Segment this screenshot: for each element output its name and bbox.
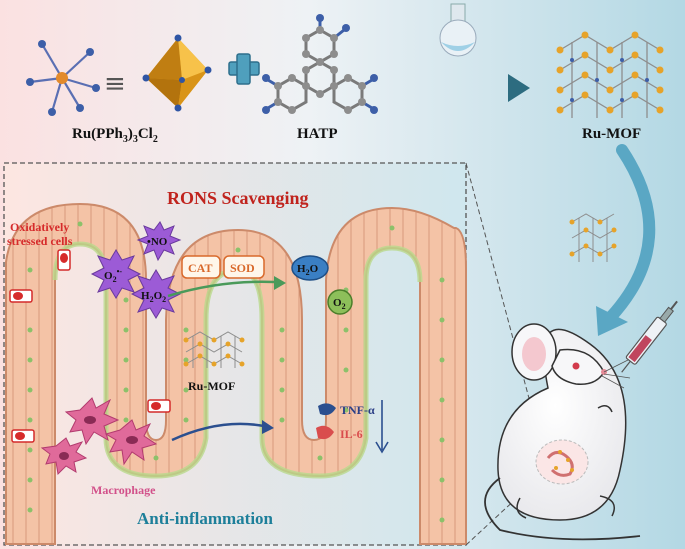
macrophage-cluster [40, 397, 158, 476]
panel-ru-mof-label: Ru-MOF [188, 379, 235, 393]
il6-icon [316, 425, 334, 440]
peroxide-label: H2O2 [141, 290, 166, 304]
svg-text:O2: O2 [333, 297, 346, 311]
no-radical-label: •NO [147, 236, 168, 248]
administration-arrow [596, 144, 656, 336]
superoxide-star: O2•- [90, 249, 142, 299]
tnf-alpha-label: TNF-α [340, 403, 375, 417]
svg-text:CAT: CAT [188, 261, 212, 275]
il6-label: IL-6 [340, 427, 363, 441]
ru-mof-label: Ru-MOF [582, 126, 641, 142]
macrophage-label: Macrophage [91, 483, 156, 497]
mouse-illustration [484, 323, 641, 541]
inflammation-arrow [171, 420, 274, 442]
decrease-arrow [375, 400, 389, 454]
hatp-molecule-icon [262, 14, 378, 114]
tnf-alpha-icon [318, 403, 336, 416]
ru-complex-molecule-icon [26, 40, 100, 116]
panel-footer: Anti-inflammation [137, 509, 274, 528]
stressed-cells-label-line2: stressed cells [7, 234, 73, 248]
synthesis-arrow [400, 74, 530, 102]
ru-complex-label: Ru(PPh3)3Cl2 [72, 126, 158, 145]
hatp-label: HATP [297, 126, 338, 142]
octahedron-icon [142, 34, 212, 112]
syringe-icon [621, 300, 678, 373]
oxygen-bubble: O2 [327, 289, 353, 315]
plus-icon [228, 53, 260, 85]
superoxide-label: O2•- [104, 267, 122, 284]
cat-enzyme-badge: CAT [181, 255, 221, 279]
scavenging-arrow [167, 276, 286, 298]
reaction-flask-icon [439, 3, 477, 57]
stressed-cells-label-line1: Oxidatively [10, 220, 69, 234]
sod-enzyme-badge: SOD [223, 255, 265, 279]
svg-text:H2O: H2O [297, 263, 319, 277]
ru-mof-particle-icon [183, 331, 245, 368]
zoom-line-upper [465, 162, 546, 459]
no-radical-star: •NO [136, 221, 182, 262]
water-bubble: H2O [291, 255, 329, 281]
svg-text:SOD: SOD [230, 261, 255, 275]
equivalence-symbol: ≡ [104, 69, 126, 99]
panel-title: RONS Scavenging [167, 188, 309, 208]
peroxide-star: H2O2 [130, 269, 182, 319]
ru-mof-crystal-icon [556, 31, 664, 118]
ru-mof-small-crystal-icon [569, 213, 617, 262]
